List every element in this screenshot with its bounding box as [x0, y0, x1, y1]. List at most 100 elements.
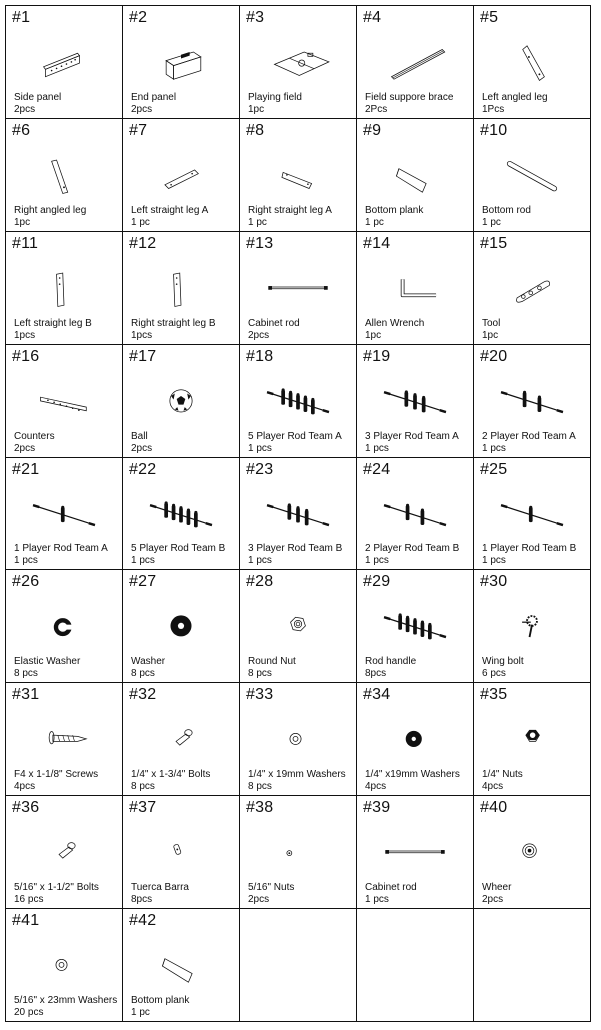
part-quantity: 2pcs [131, 103, 153, 115]
part-name: 5/16" Nuts [248, 882, 295, 894]
flat-washer-icon [6, 929, 122, 991]
part-number: #13 [246, 234, 274, 252]
part-quantity: 1 pc [131, 1006, 150, 1018]
bolt-icon [6, 816, 122, 878]
flat-washer-icon [240, 703, 356, 765]
part-quantity: 4pcs [14, 781, 36, 793]
part-name: Allen Wrench [365, 317, 425, 329]
part-quantity: 8 pcs [131, 781, 155, 793]
part-number: #29 [363, 573, 391, 591]
wing-bolt-icon [474, 590, 590, 652]
part-quantity: 1pc [14, 216, 31, 228]
part-name: Left straight leg B [14, 317, 92, 329]
part-number: #10 [480, 121, 508, 139]
part-name: F4 x 1-1/8" Screws [14, 769, 99, 781]
part-name: Rod handle [365, 656, 417, 668]
washer-large-icon [123, 590, 239, 652]
part-number: #36 [12, 799, 40, 817]
part-name: Field suppore brace [365, 91, 454, 103]
part-number: #1 [12, 9, 31, 26]
part-number: #39 [363, 799, 391, 817]
cabinet-rod-icon [357, 816, 473, 878]
rod-2-icon [357, 478, 473, 540]
part-quantity: 20 pcs [14, 1006, 44, 1018]
part-name: Left straight leg A [131, 204, 209, 216]
rod-3-icon [357, 365, 473, 427]
part-name: 3 Player Rod Team B [248, 543, 343, 555]
part-quantity: 1 pcs [248, 555, 272, 567]
part-number: #25 [480, 460, 508, 478]
counters-icon [6, 365, 122, 427]
part-name: 2 Player Rod Team A [482, 430, 576, 442]
plank-icon [123, 929, 239, 991]
part-number: #9 [363, 121, 382, 139]
part-number: #23 [246, 460, 274, 478]
straight-leg-a-icon [123, 139, 239, 201]
part-name: 5 Player Rod Team A [248, 430, 342, 442]
part-number: #33 [246, 686, 274, 704]
rod-1-icon [474, 478, 590, 540]
rod-3-icon [240, 478, 356, 540]
part-quantity: 1 pcs [248, 442, 272, 454]
part-name: Cabinet rod [248, 317, 300, 329]
wheel-icon [474, 816, 590, 878]
angled-leg-right-icon [6, 139, 122, 201]
part-quantity: 8 pcs [14, 668, 38, 680]
part-quantity: 1Pcs [482, 103, 505, 115]
part-quantity: 1 pc [482, 216, 501, 228]
part-quantity: 1 pcs [482, 555, 506, 567]
rod-5-icon [240, 365, 356, 427]
part-number: #7 [129, 121, 148, 139]
part-number: #32 [129, 686, 157, 704]
part-name: 3 Player Rod Team A [365, 430, 459, 442]
side-panel-icon [6, 26, 122, 88]
part-quantity: 1pc [248, 103, 265, 115]
part-name: Right straight leg A [248, 204, 332, 216]
part-name: 2 Player Rod Team B [365, 543, 460, 555]
part-number: #2 [129, 9, 148, 26]
part-quantity: 1 pc [131, 216, 150, 228]
part-quantity: 2pcs [14, 442, 36, 454]
brace-icon [357, 26, 473, 88]
rod-handle-icon [357, 590, 473, 652]
part-number: #6 [12, 121, 31, 139]
part-quantity: 8pcs [365, 668, 387, 680]
part-number: #8 [246, 121, 265, 139]
straight-leg-b-icon [6, 252, 122, 314]
rod-5-icon [123, 478, 239, 540]
part-name: Bottom rod [482, 204, 531, 216]
part-number: #5 [480, 9, 499, 26]
part-number: #26 [12, 573, 40, 591]
barrel-nut-icon [123, 816, 239, 878]
part-quantity: 4pcs [365, 781, 387, 793]
part-name: Bottom plank [131, 994, 190, 1006]
part-quantity: 6 pcs [482, 668, 506, 680]
straight-leg-a2-icon [240, 139, 356, 201]
part-number: #4 [363, 9, 382, 26]
part-name: Side panel [14, 91, 62, 103]
